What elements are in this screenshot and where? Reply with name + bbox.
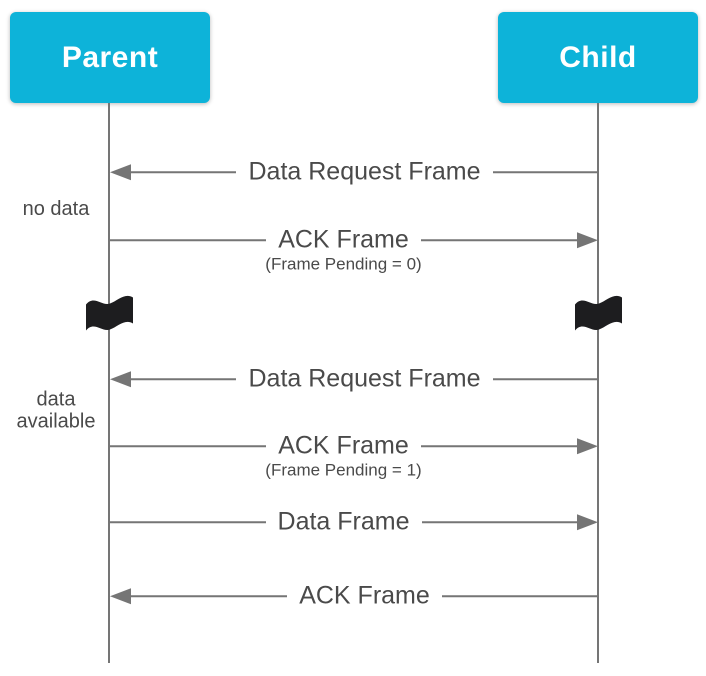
lifeline-parent bbox=[108, 103, 110, 663]
message-line-segment bbox=[131, 378, 237, 380]
message-label: Data Request Frame bbox=[248, 157, 481, 186]
message-sublabel: (Frame Pending = 1) bbox=[265, 459, 422, 479]
message-line-segment bbox=[131, 595, 288, 597]
time-break-flag-icon bbox=[575, 295, 622, 331]
arrowhead-left-icon bbox=[110, 588, 131, 604]
message-label-text: ACK Frame bbox=[278, 225, 409, 254]
message-data-frame: Data Frame bbox=[110, 507, 599, 536]
message-data-request-frame-2: Data Request Frame bbox=[110, 364, 599, 393]
message-label: ACK Frame bbox=[299, 581, 430, 610]
arrowhead-right-icon bbox=[577, 232, 598, 248]
message-label-text: ACK Frame bbox=[278, 431, 409, 460]
arrowhead-left-icon bbox=[110, 371, 131, 387]
message-label: ACK Frame (Frame Pending = 1) bbox=[265, 431, 421, 479]
annotation-data-available-line1: data bbox=[36, 388, 76, 411]
message-line-segment bbox=[420, 239, 577, 241]
message-line-segment bbox=[421, 521, 578, 523]
message-line-segment bbox=[110, 239, 267, 241]
arrowhead-right-icon bbox=[577, 514, 599, 530]
annotation-data-available: data available bbox=[0, 389, 112, 434]
message-label: Data Frame bbox=[277, 507, 410, 536]
message-ack-frame-2: ACK Frame (Frame Pending = 1) bbox=[110, 431, 598, 479]
message-line-segment bbox=[110, 445, 267, 447]
message-label: ACK Frame (Frame Pending = 0) bbox=[265, 225, 421, 273]
message-label: Data Request Frame bbox=[248, 364, 481, 393]
message-line-segment bbox=[492, 171, 599, 173]
annotation-no-data: no data bbox=[22, 197, 90, 220]
message-ack-frame-3: ACK Frame bbox=[110, 582, 598, 610]
message-sublabel: (Frame Pending = 0) bbox=[265, 253, 422, 273]
message-ack-frame-1: ACK Frame (Frame Pending = 0) bbox=[110, 225, 598, 273]
message-line-segment bbox=[110, 521, 266, 523]
arrowhead-left-icon bbox=[110, 164, 131, 180]
actor-box-parent: Parent bbox=[10, 12, 210, 103]
annotation-data-available-line2: available bbox=[16, 411, 96, 433]
arrowhead-right-icon bbox=[577, 438, 598, 454]
message-line-segment bbox=[441, 595, 598, 597]
actor-box-child: Child bbox=[498, 12, 698, 103]
message-line-segment bbox=[420, 445, 577, 447]
message-data-request-frame-1: Data Request Frame bbox=[110, 157, 599, 186]
time-break-flag-icon bbox=[86, 295, 133, 331]
message-line-segment bbox=[131, 171, 237, 173]
message-line-segment bbox=[492, 378, 599, 380]
lifeline-child bbox=[597, 103, 599, 663]
